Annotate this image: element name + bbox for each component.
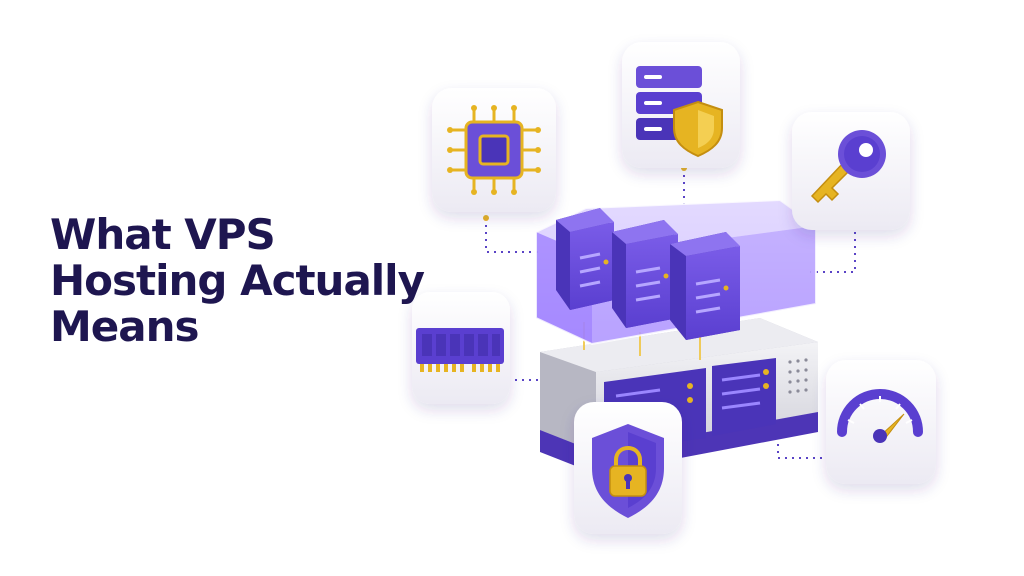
server-shield-icon: [636, 66, 723, 158]
cpu-chip-icon: [452, 110, 536, 190]
speedometer-tile: [826, 360, 936, 484]
headline-line-3: Means: [50, 302, 200, 351]
headline: What VPS Hosting Actually Means: [50, 212, 430, 350]
headline-line-1: What VPS: [50, 210, 276, 259]
cpu-pin-dots: [447, 105, 541, 195]
key-icon: [810, 130, 886, 204]
headline-line-2: Hosting Actually: [50, 256, 425, 305]
speedometer-icon: [837, 389, 923, 443]
virtual-server-block-icon: [535, 198, 817, 346]
padlock-shield-icon: [592, 424, 664, 518]
ram-module-icon: [416, 328, 504, 372]
